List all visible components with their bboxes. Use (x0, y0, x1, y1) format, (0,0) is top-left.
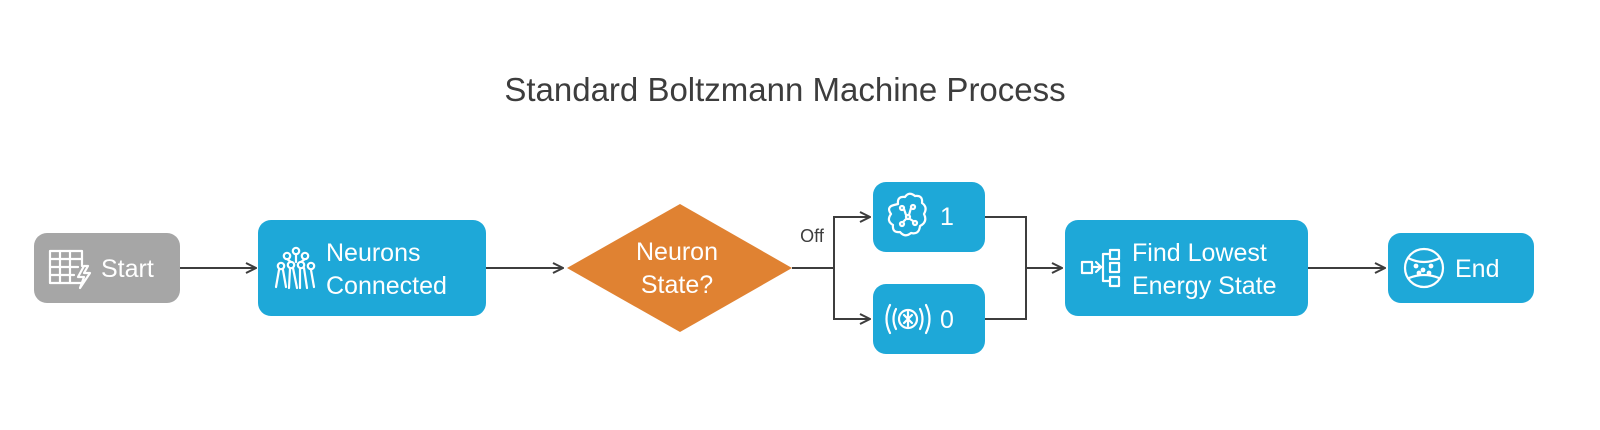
start-node[interactable]: Start (34, 233, 180, 303)
neuron-network-icon (274, 246, 316, 290)
edge-label-off: Off (800, 226, 825, 246)
energy-ball-icon (1403, 247, 1445, 289)
find-lowest-energy-node-shape (1065, 220, 1308, 316)
state-0-node[interactable]: 0 (873, 284, 985, 354)
diagram-title: Standard Boltzmann Machine Process (504, 71, 1065, 108)
brain-icon (887, 192, 927, 237)
neuron-state-decision[interactable]: Neuron State? (567, 204, 792, 332)
neurons-connected-label-line1: Neurons (326, 239, 421, 267)
state-1-node[interactable]: 1 (873, 182, 985, 252)
neurons-connected-label-line2: Connected (326, 272, 447, 300)
neuron-state-label-line2: State? (641, 271, 713, 299)
neurons-connected-node[interactable]: Neurons Connected (258, 220, 486, 316)
find-lowest-label-line2: Energy State (1132, 272, 1277, 300)
find-lowest-label-line1: Find Lowest (1132, 239, 1267, 267)
neuron-state-decision-shape (567, 204, 792, 332)
spreadsheet-bolt-icon (48, 249, 92, 290)
neurons-connected-node-shape (258, 220, 486, 316)
edge-decision-to-state-0 (833, 268, 870, 319)
radiating-neuron-icon (885, 303, 931, 335)
end-node-shape (1388, 233, 1534, 303)
find-lowest-energy-node[interactable]: Find Lowest Energy State (1065, 220, 1308, 316)
end-node[interactable]: End (1388, 233, 1534, 303)
flow-structure-icon (1080, 248, 1121, 288)
neuron-state-label-line1: Neuron (636, 238, 718, 266)
start-label: Start (101, 255, 154, 283)
edge-decision-to-state-1 (792, 217, 870, 269)
state-0-label: 0 (940, 306, 954, 334)
end-label: End (1455, 255, 1499, 283)
state-1-label: 1 (940, 203, 954, 231)
edges: Off (180, 217, 1385, 319)
edge-states-merge (985, 216, 1027, 320)
